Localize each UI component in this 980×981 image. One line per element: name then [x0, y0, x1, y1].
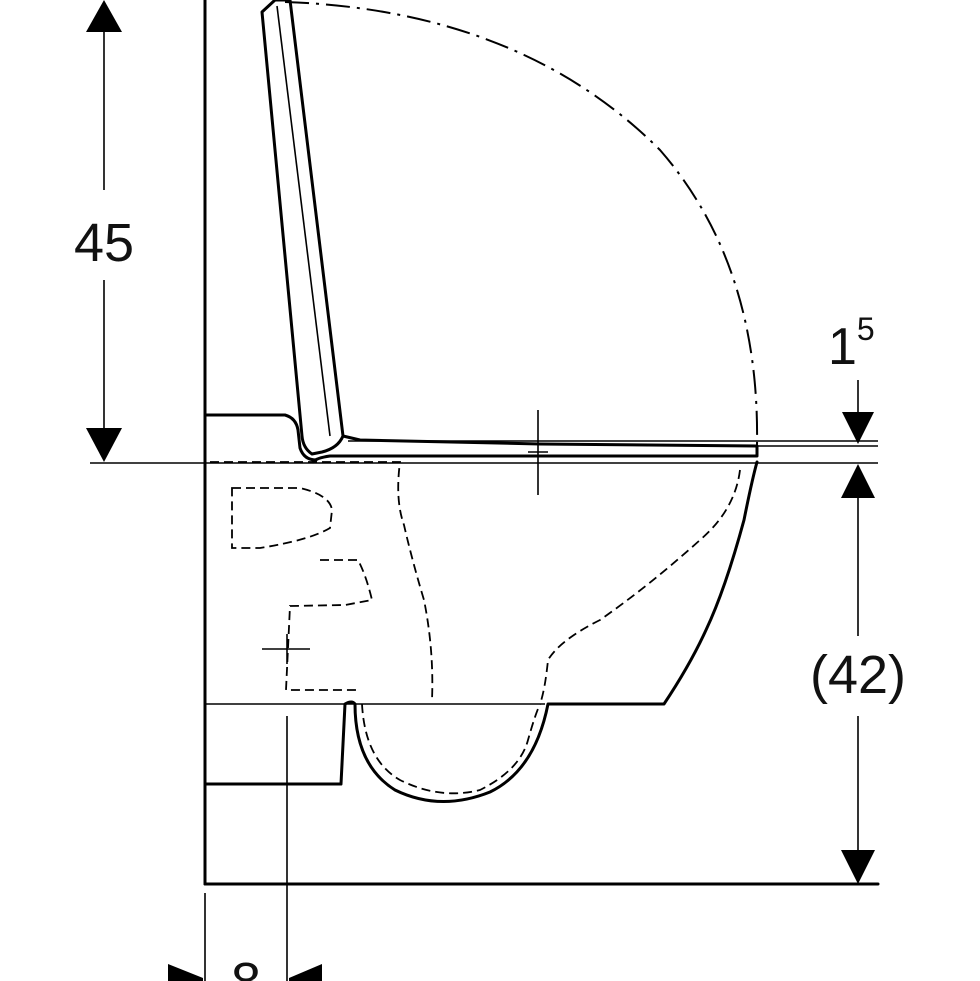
- dim-42-label: (42): [810, 645, 906, 705]
- dim-seat-thickness-label: 15: [828, 311, 875, 376]
- dim-42-arrow-top: [841, 464, 875, 498]
- dim-seat-thickness-sup: 5: [857, 311, 875, 347]
- dim-8-label: 8: [231, 952, 261, 981]
- seat: [311, 434, 759, 464]
- dim-45-arrow-bottom: [86, 428, 122, 462]
- lid-inner-edge: [276, 5, 331, 437]
- flush-channel: [231, 487, 333, 549]
- bowl-basin: [539, 469, 741, 705]
- bowl-trap-inner: [361, 703, 541, 795]
- bowl-inner-rim: [210, 461, 434, 701]
- open-lid: [260, 0, 345, 456]
- dim-45-label: 45: [74, 213, 134, 273]
- dim-seat-thickness-main: 1: [828, 318, 857, 376]
- dim-45-arrow-top: [86, 0, 122, 32]
- dim-8-arrow-left: [168, 964, 203, 981]
- dim-8-arrow-right: [289, 964, 322, 981]
- mounting-bracket: [203, 413, 318, 462]
- bowl-shell: [203, 460, 759, 804]
- dim-seat-thickness-arrow-down: [842, 412, 874, 444]
- dim-42-arrow-bottom: [841, 850, 875, 884]
- flush-channel-lower: [285, 559, 374, 691]
- lid-swing-arc: [284, 1, 759, 446]
